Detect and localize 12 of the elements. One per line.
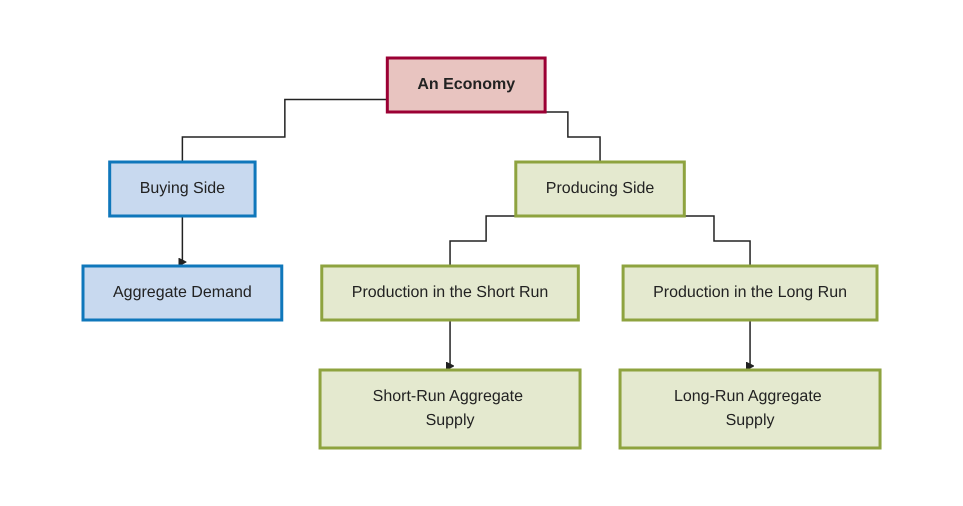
node-box: Aggregate Demand	[81, 264, 284, 322]
node-box: Short-Run Aggregate Supply	[318, 368, 582, 450]
node-box: Long-Run Aggregate Supply	[618, 368, 882, 450]
arrow	[746, 319, 754, 370]
node-box: Producing Side	[514, 160, 686, 218]
node-box: An Economy	[386, 56, 547, 114]
node-box: Production in the Long Run	[622, 264, 878, 322]
node-box: Production in the Short Run	[320, 264, 580, 322]
arrow	[178, 215, 187, 266]
connector	[182, 98, 388, 163]
node-box: Buying Side	[108, 160, 257, 218]
arrow	[446, 319, 454, 370]
